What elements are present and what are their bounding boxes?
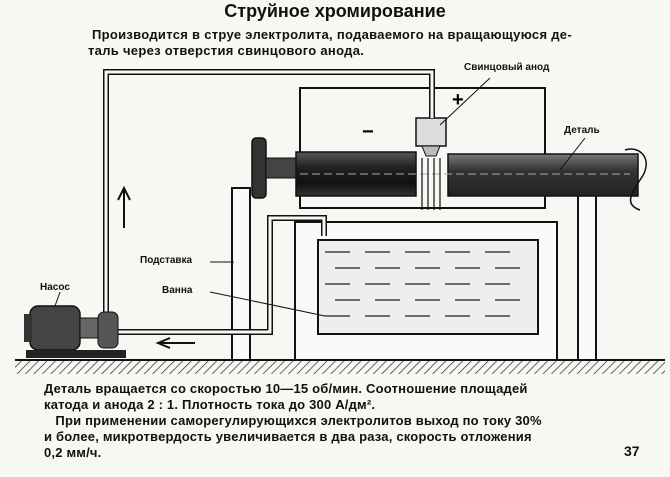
chrome-plating-diagram: + − [15, 69, 665, 374]
paragraph-line: катода и анода 2 : 1. Плотность тока до … [44, 397, 376, 412]
bath-inner [317, 239, 539, 335]
label-stand: Подставка [140, 255, 193, 266]
floor-hatch [15, 360, 665, 374]
pointer-part [559, 137, 586, 171]
pointer-bath [209, 291, 326, 317]
paragraph-line: 0,2 мм/ч. [44, 445, 102, 460]
pump [24, 305, 126, 358]
pointer-anode [439, 77, 491, 126]
paragraph-line: и более, микротвердость увеличивается в … [44, 429, 532, 444]
stand-right [577, 187, 597, 361]
minus-sign: − [362, 121, 374, 143]
flow-arrow-left [155, 337, 195, 349]
label-bath: Ванна [162, 285, 193, 296]
intro-text: Производится в струе электролита, подава… [88, 27, 632, 59]
return-pipe [118, 215, 327, 335]
label-pump: Насос [40, 282, 70, 293]
paragraph-line: Деталь вращается со скоростью 10—15 об/м… [44, 381, 528, 396]
part-cylinder [447, 153, 639, 197]
flow-arrow-up [117, 185, 131, 228]
page-title: Струйное хромирование [224, 1, 446, 21]
anode-body [415, 117, 447, 147]
label-anode: Свинцовый анод [464, 62, 550, 73]
stand-left [231, 187, 251, 361]
paragraph-line: При применении саморегулирующихся электр… [44, 413, 542, 428]
label-part: Деталь [564, 125, 600, 136]
plus-sign: + [452, 89, 464, 111]
pointer-pump [54, 291, 61, 307]
intro-line: Производится в струе электролита, подава… [92, 27, 572, 42]
description-text: Деталь вращается со скоростью 10—15 об/м… [44, 381, 644, 461]
page-number: 37 [624, 443, 640, 459]
intro-line: таль через отверстия свинцового анода. [88, 43, 365, 58]
flange [251, 137, 267, 199]
